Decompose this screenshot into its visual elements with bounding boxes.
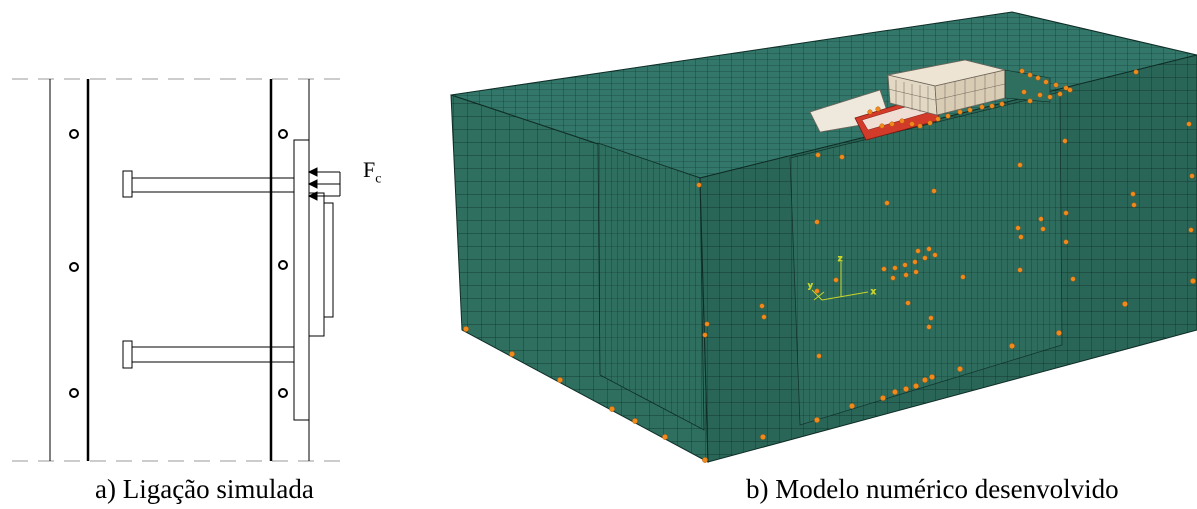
hole-right-top (278, 129, 288, 139)
fe-mesh-block: x z y (450, 11, 1197, 463)
end-plate (293, 139, 310, 421)
hole-right-mid (278, 260, 288, 270)
caption-panel-a: a) Ligação simulada (95, 474, 314, 504)
hole-left-top (69, 129, 79, 139)
hole-left-bot (69, 388, 79, 398)
stud-head-bot (122, 340, 133, 369)
hole-left-mid (69, 262, 79, 272)
caption-panel-b: b) Modelo numérico desenvolvido (746, 474, 1119, 504)
coordinate-triad: x z y (808, 254, 877, 301)
hole-right-bot (278, 388, 288, 398)
mesh-refined-band (597, 142, 705, 431)
loading-block (809, 59, 1051, 141)
force-subscript: c (375, 171, 382, 187)
triad-x-label: x (871, 287, 876, 296)
force-arrows (307, 167, 341, 201)
force-symbol: F (363, 157, 376, 182)
triad-z-label: z (838, 254, 842, 263)
plate-1 (308, 192, 325, 337)
constraint-markers (463, 68, 1196, 463)
force-label: Fc (363, 157, 381, 187)
triad-y-label: y (808, 281, 813, 290)
plate-2 (323, 202, 334, 318)
panel-a-sketch (12, 78, 350, 462)
stud-head-top (122, 170, 133, 198)
